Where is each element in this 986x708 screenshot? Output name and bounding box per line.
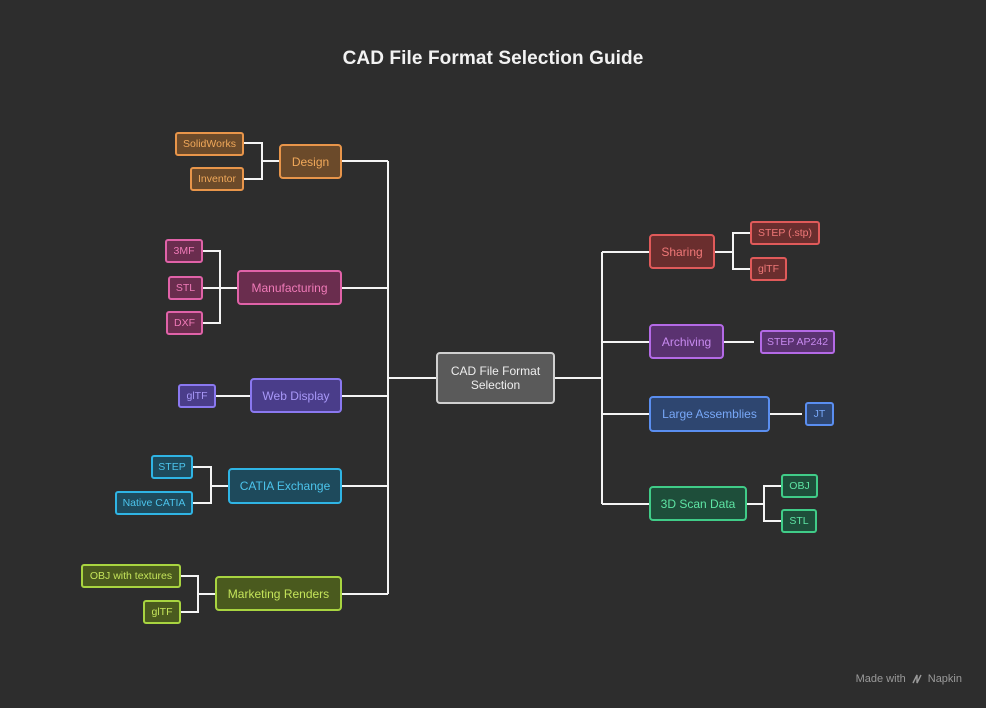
diagram-title: CAD File Format Selection Guide — [342, 48, 644, 69]
category-catia-exchange: CATIA Exchange — [228, 468, 342, 504]
category-archiving: Archiving — [649, 324, 724, 359]
leaf-3mf: 3MF — [165, 239, 203, 263]
watermark[interactable]: Made with Napkin — [856, 673, 962, 685]
leaf-gltf-sharing: glTF — [750, 257, 787, 281]
leaf-step-stp: STEP (.stp) — [750, 221, 820, 245]
category-web-display: Web Display — [250, 378, 342, 413]
leaf-obj-with-textures: OBJ with textures — [81, 564, 181, 588]
category-manufacturing: Manufacturing — [237, 270, 342, 305]
leaf-dxf: DXF — [166, 311, 203, 335]
leaf-stl-scan: STL — [781, 509, 817, 533]
leaf-native-catia: Native CATIA — [115, 491, 193, 515]
leaf-obj: OBJ — [781, 474, 818, 498]
leaf-step: STEP — [151, 455, 193, 479]
category-design: Design — [279, 144, 342, 179]
center-node: CAD File Format Selection — [436, 352, 555, 404]
leaf-stl: STL — [168, 276, 203, 300]
leaf-inventor: Inventor — [190, 167, 244, 191]
leaf-step-ap242: STEP AP242 — [760, 330, 835, 354]
napkin-icon — [911, 673, 923, 685]
leaf-gltf-marketing: glTF — [143, 600, 181, 624]
leaf-solidworks: SolidWorks — [175, 132, 244, 156]
watermark-made-with: Made with — [855, 673, 906, 685]
leaf-jt: JT — [805, 402, 834, 426]
watermark-brand: Napkin — [927, 673, 962, 685]
leaf-gltf-web: glTF — [178, 384, 216, 408]
category-3d-scan-data: 3D Scan Data — [649, 486, 747, 521]
category-marketing-renders: Marketing Renders — [215, 576, 342, 611]
category-sharing: Sharing — [649, 234, 715, 269]
category-large-assemblies: Large Assemblies — [649, 396, 770, 432]
